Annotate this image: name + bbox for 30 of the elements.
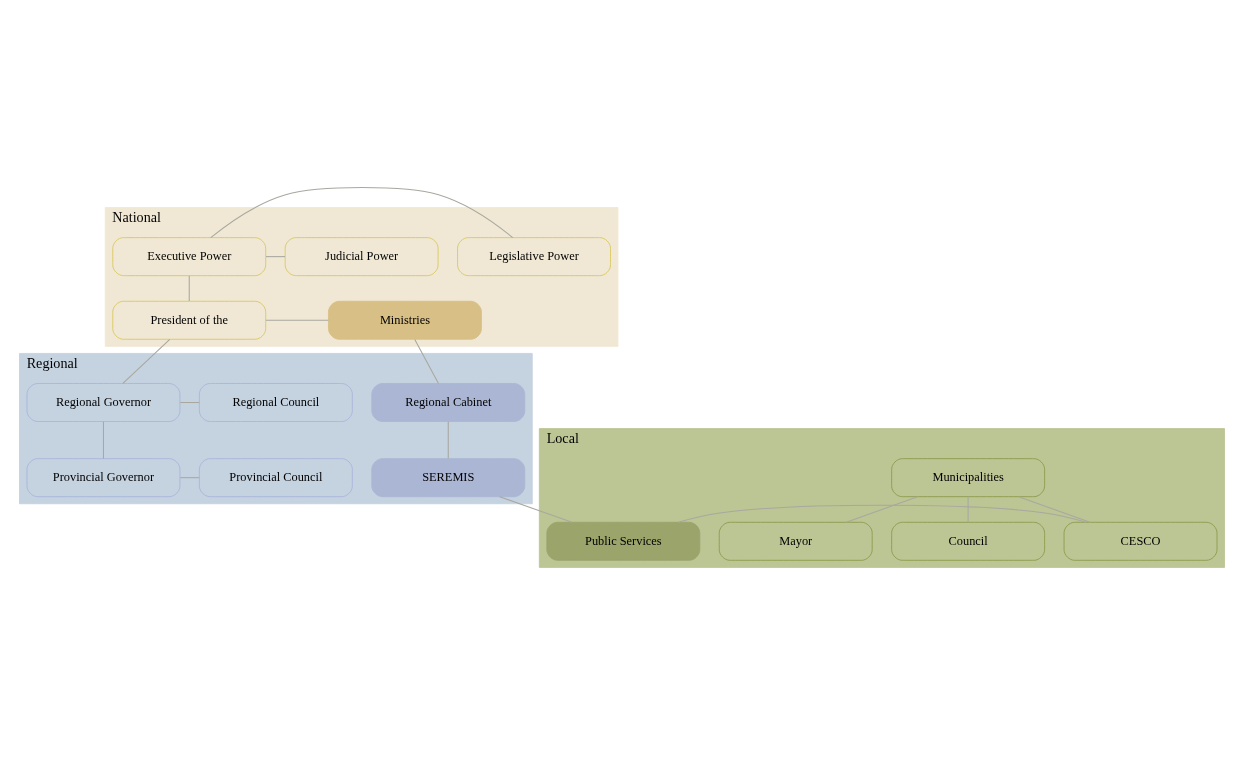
connector xyxy=(188,274,190,302)
connector xyxy=(499,495,573,523)
connector xyxy=(265,255,286,257)
connector xyxy=(122,338,171,384)
node-box: Executive Power xyxy=(112,236,267,276)
connector xyxy=(677,504,1087,523)
node-box: Mayor xyxy=(718,521,873,561)
node-box: Legislative Power xyxy=(457,236,611,276)
node-box: Ministries xyxy=(328,300,482,340)
node-box: Municipalities xyxy=(891,457,1046,497)
node-box: Public Services xyxy=(546,521,701,561)
connector xyxy=(179,476,200,478)
node-box: Regional Council xyxy=(198,382,353,422)
node-box: Provincial Governor xyxy=(26,457,181,497)
node-box: CESCO xyxy=(1063,521,1218,561)
node-box: SEREMIS xyxy=(371,457,526,497)
connector xyxy=(845,495,919,523)
connector xyxy=(179,401,200,403)
node-box: Provincial Council xyxy=(198,457,353,497)
connector xyxy=(447,420,449,459)
node-box: Regional Governor xyxy=(26,382,181,422)
connector xyxy=(265,319,329,321)
connector xyxy=(210,186,514,238)
node-box: Regional Cabinet xyxy=(371,382,526,422)
node-box: Council xyxy=(891,521,1046,561)
node-box: President of the xyxy=(112,300,267,340)
connector xyxy=(102,420,104,459)
connector xyxy=(1018,495,1091,523)
connector xyxy=(414,338,439,384)
node-box: Judicial Power xyxy=(284,236,439,276)
